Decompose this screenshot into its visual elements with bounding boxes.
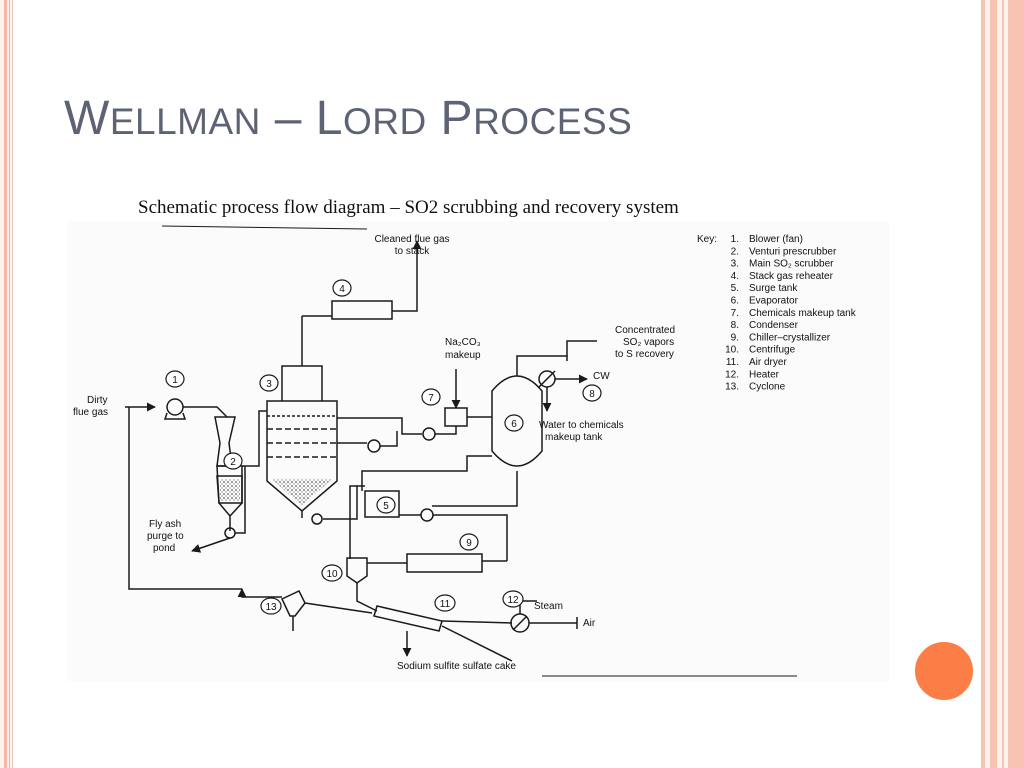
process-flow-diagram: 1 2 3 4 5 6 7 8 9 10 11 12 13 Cleaned fl… xyxy=(67,221,889,681)
centrifuge-10 xyxy=(346,557,368,584)
label-cw: CW xyxy=(593,371,610,382)
svg-text:WELLMAN – LORD PROCESS: WELLMAN – LORD PROCESS xyxy=(64,92,632,145)
evaporator-6 xyxy=(491,375,543,467)
cyclone-13 xyxy=(281,590,306,617)
label-conc-2: SO₂ vapors xyxy=(623,337,674,348)
label-cake: Sodium sulfite sulfate cake xyxy=(397,661,516,672)
key-item-number: 13. xyxy=(725,382,739,393)
key-item-number: 11. xyxy=(726,357,739,368)
key-item-number: 12. xyxy=(725,369,739,380)
tag-13: 13 xyxy=(265,602,277,613)
label-steam: Steam xyxy=(534,601,563,612)
tag-4: 4 xyxy=(339,284,345,295)
label-water-1: Water to chemicals xyxy=(539,420,624,431)
key-title: Key: xyxy=(697,234,717,245)
decorative-orange-circle xyxy=(913,640,975,702)
label-conc-3: to S recovery xyxy=(615,349,674,360)
air-dryer-11 xyxy=(373,605,443,632)
tag-1: 1 xyxy=(172,375,178,386)
key-item-text: Centrifuge xyxy=(749,345,796,356)
slide-title: WELLMAN – LORD PROCESS xyxy=(64,88,684,160)
key-item-text: Blower (fan) xyxy=(749,234,803,245)
diagram-caption: Schematic process flow diagram – SO2 scr… xyxy=(138,197,679,218)
tag-6: 6 xyxy=(511,419,517,430)
key-item-number: 8. xyxy=(731,320,739,331)
label-water-2: makeup tank xyxy=(545,432,603,443)
key-item-number: 9. xyxy=(731,332,739,343)
label-dirty-2: flue gas xyxy=(73,407,108,418)
tag-8: 8 xyxy=(589,389,595,400)
key-item-number: 1. xyxy=(731,234,739,245)
process-flow-svg: 1 2 3 4 5 6 7 8 9 10 11 12 13 Cleaned fl… xyxy=(67,221,889,681)
key-item-number: 2. xyxy=(731,246,739,257)
key-item-number: 7. xyxy=(731,308,739,319)
tag-12: 12 xyxy=(507,595,519,606)
slide-title-text: WELLMAN – LORD PROCESS xyxy=(64,92,632,145)
key-item-text: Stack gas reheater xyxy=(749,271,834,282)
equipment-key: Key: 1. Blower (fan) 2. Venturi prescrubber… xyxy=(697,234,857,393)
key-item-text: Condenser xyxy=(749,320,799,331)
key-item-text: Main SO₂ scrubber xyxy=(749,259,834,270)
key-item-text: Evaporator xyxy=(749,296,799,307)
label-flyash-1: Fly ash xyxy=(149,519,181,530)
key-item-number: 6. xyxy=(731,296,739,307)
tag-2: 2 xyxy=(230,457,236,468)
key-item-text: Cyclone xyxy=(749,382,786,393)
key-item-text: Venturi prescrubber xyxy=(749,246,837,257)
main-scrubber-3 xyxy=(266,400,338,512)
label-cleaned-gas-2: to stack xyxy=(395,246,430,257)
surge-tank-5 xyxy=(364,490,400,518)
right-stripes xyxy=(981,0,1024,768)
key-item-text: Air dryer xyxy=(749,357,787,368)
key-item-number: 3. xyxy=(731,259,739,270)
key-item-number: 10. xyxy=(725,345,739,356)
tag-3: 3 xyxy=(266,379,272,390)
key-item-text: Chemicals makeup tank xyxy=(749,308,857,319)
label-cleaned-gas-1: Cleaned flue gas xyxy=(374,234,449,245)
tag-11: 11 xyxy=(440,599,451,610)
label-flyash-2: purge to xyxy=(147,531,184,542)
left-border-line xyxy=(9,0,10,768)
tag-9: 9 xyxy=(466,538,472,549)
label-dirty-1: Dirty xyxy=(87,395,108,406)
tag-10: 10 xyxy=(326,569,338,580)
stack-gas-reheater-4 xyxy=(331,300,393,320)
key-item-number: 4. xyxy=(731,271,739,282)
key-item-text: Surge tank xyxy=(749,283,798,294)
diagram-paper xyxy=(67,221,889,681)
label-flyash-3: pond xyxy=(153,543,175,554)
key-item-number: 5. xyxy=(731,283,739,294)
key-item-text: Chiller–crystallizer xyxy=(749,332,831,343)
key-item-text: Heater xyxy=(749,369,780,380)
label-na2co3-2: makeup xyxy=(445,350,481,361)
tag-7: 7 xyxy=(428,393,434,404)
label-air: Air xyxy=(583,618,596,629)
left-border xyxy=(4,0,7,768)
label-conc-1: Concentrated xyxy=(615,325,675,336)
tag-5: 5 xyxy=(383,501,389,512)
label-na2co3-1: Na₂CO₃ xyxy=(445,337,481,348)
